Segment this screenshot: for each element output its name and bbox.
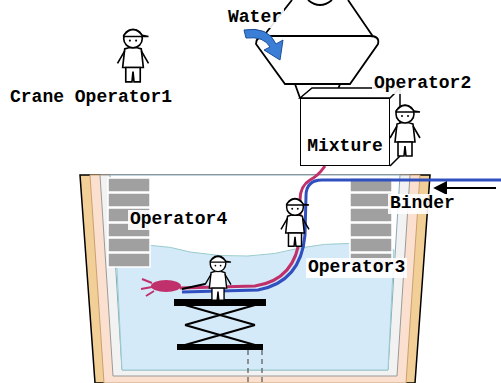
vessel (80, 175, 430, 383)
node-text: Mixture (307, 137, 383, 157)
water-arrow (244, 29, 283, 60)
operator3-figure (281, 199, 309, 247)
label: Water (226, 8, 284, 28)
label: Binder (388, 194, 457, 214)
brick (108, 178, 150, 192)
operator2-figure (390, 105, 420, 156)
nozzle (182, 284, 205, 289)
label: Operator4 (128, 210, 229, 230)
brick (350, 223, 392, 237)
hopper-box: Mixture (300, 98, 390, 166)
operator4-figure (205, 256, 231, 300)
spray-burst (141, 279, 154, 296)
label: Operator2 (372, 74, 473, 94)
brick (350, 208, 392, 222)
brick (350, 193, 392, 207)
brick (108, 193, 150, 207)
label: Operator3 (306, 258, 407, 278)
brick (350, 238, 392, 252)
binder-arrow (436, 187, 496, 189)
spray (151, 280, 181, 292)
scissor-lift (175, 300, 265, 349)
brick-lining (108, 178, 392, 267)
brick (108, 238, 150, 252)
hopper-top (300, 88, 400, 166)
label: Crane Operator1 (8, 88, 174, 108)
binder-hose (182, 180, 501, 292)
crane-operator-figure (118, 29, 149, 82)
brick (108, 253, 150, 267)
